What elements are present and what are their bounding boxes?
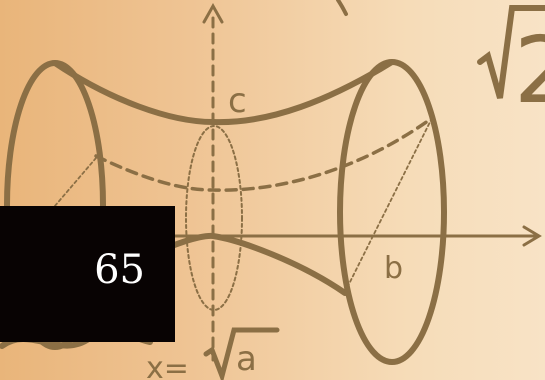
waist-ellipse xyxy=(185,125,243,311)
vertical-axis-arrowhead xyxy=(202,2,224,24)
dashed-ridge xyxy=(94,116,434,192)
right-ellipse xyxy=(337,59,447,365)
label-b: b xyxy=(384,251,403,286)
top-mark xyxy=(336,0,348,16)
formula-lhs: x= xyxy=(146,351,189,380)
radical-digit: 2 xyxy=(514,17,545,124)
right-diagonal xyxy=(344,117,433,293)
count-overlay: 65 xyxy=(0,206,175,342)
formula-arg: a xyxy=(236,339,257,379)
radical-sign-top xyxy=(477,5,545,99)
count-label: 65 xyxy=(94,247,145,293)
horizontal-axis-arrowhead xyxy=(522,225,542,247)
left-diagonal xyxy=(47,157,97,215)
radical-sign-bottom xyxy=(203,327,280,380)
top-profile-curve xyxy=(52,59,395,126)
label-c: c xyxy=(228,81,247,121)
